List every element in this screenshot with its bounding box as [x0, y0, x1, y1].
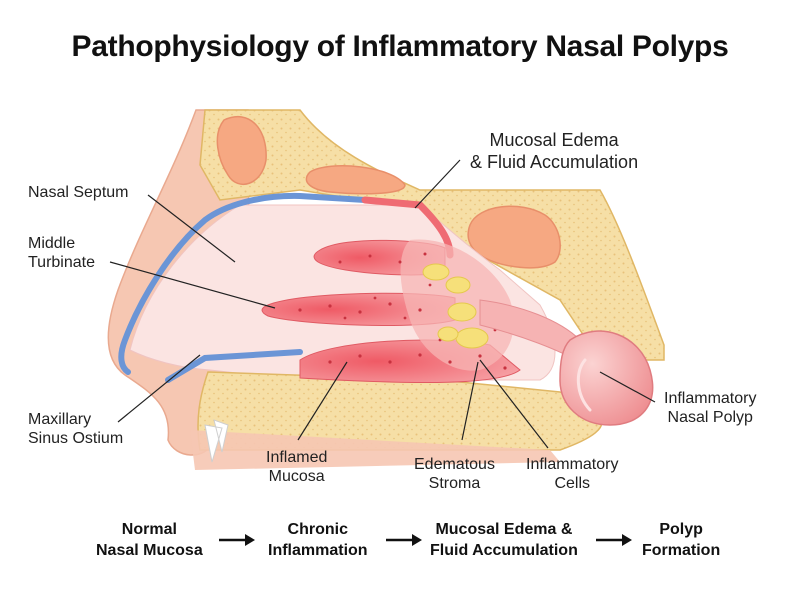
palate-mucosa — [190, 430, 560, 470]
label-edematous-stroma: Edematous Stroma — [414, 456, 495, 492]
flow-arrow-icon — [596, 534, 632, 546]
flow-step-mucosal-edema: Mucosal Edema &Fluid Accumulation — [430, 521, 578, 559]
label-inflammatory-cells: Inflammatory Cells — [526, 456, 619, 492]
fluid-accumulation — [422, 263, 489, 349]
label-inflamed-mucosa: Inflamed Mucosa — [266, 449, 328, 485]
leader-lines — [109, 159, 656, 449]
normal-mucosa-lining — [118, 192, 368, 375]
label-nasal-septum: Nasal Septum — [28, 184, 129, 201]
label-inflammatory-nasal-polyp: Inflammatory Nasal Polyp — [664, 390, 757, 426]
label-middle-turbinate: Middle Turbinate — [28, 235, 95, 271]
label-maxillary-sinus-ostium: Maxillary Sinus Ostium — [28, 411, 124, 447]
page-title: Pathophysiology of Inflammatory Nasal Po… — [71, 30, 729, 63]
label-mucosal-edema: Mucosal Edema & Fluid Accumulation — [470, 130, 639, 172]
normal-mucosa-floor — [165, 349, 303, 383]
flow-arrow-icon — [386, 534, 422, 546]
frontal-sinus — [216, 115, 267, 185]
incisor-teeth — [204, 419, 229, 463]
flow-arrow-icon — [219, 534, 255, 546]
upper-sinus — [305, 165, 406, 195]
